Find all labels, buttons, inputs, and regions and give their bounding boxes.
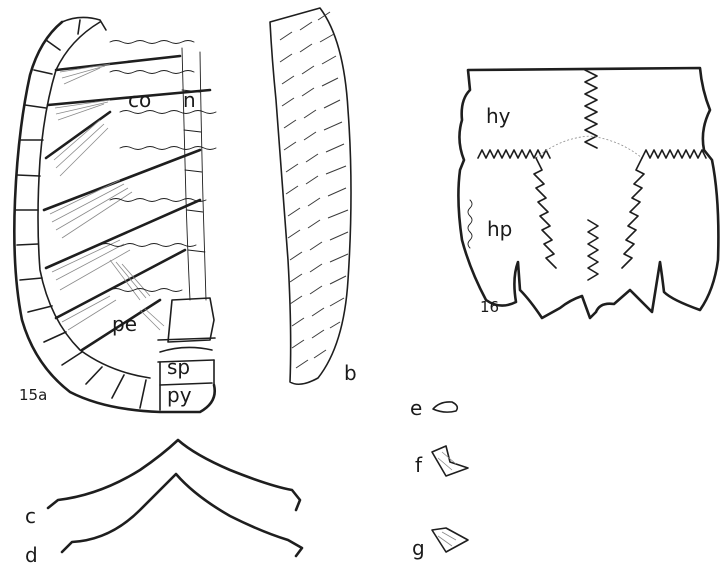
label-pe: pe bbox=[112, 314, 137, 334]
label-f: f bbox=[415, 455, 422, 475]
neural-column bbox=[182, 48, 206, 300]
label-sp: sp bbox=[167, 357, 190, 377]
label-fig-16: 16 bbox=[480, 300, 499, 315]
figure-f-bone bbox=[432, 446, 468, 476]
label-d: d bbox=[25, 545, 38, 565]
label-n: n bbox=[183, 90, 196, 110]
small-bones bbox=[432, 402, 468, 552]
label-hy: hy bbox=[486, 106, 511, 126]
label-py: py bbox=[167, 385, 192, 405]
label-c: c bbox=[25, 506, 36, 526]
figure-c-d-drawing bbox=[48, 440, 302, 556]
figure-b-drawing bbox=[270, 8, 351, 384]
transverse-suture-left bbox=[478, 150, 550, 158]
label-e: e bbox=[410, 398, 422, 418]
figure-e-bone bbox=[433, 402, 457, 412]
transverse-suture-right bbox=[642, 150, 706, 158]
carapace-top-edge bbox=[62, 17, 106, 30]
carapace-drawing bbox=[14, 17, 216, 412]
figure-b-outline bbox=[270, 8, 351, 384]
left-edge-bumps bbox=[468, 200, 472, 248]
figure-d-line bbox=[62, 474, 302, 556]
label-hp: hp bbox=[487, 219, 512, 239]
carapace-outer-margin bbox=[14, 22, 214, 412]
right-oblique-suture bbox=[622, 158, 644, 268]
label-g: g bbox=[412, 538, 425, 558]
label-fig-15a: 15a bbox=[19, 388, 47, 403]
center-zigzag-lower bbox=[588, 220, 598, 280]
label-co: co bbox=[128, 90, 151, 110]
label-b: b bbox=[344, 363, 357, 383]
left-oblique-suture bbox=[534, 158, 556, 268]
figure-g-bone bbox=[432, 528, 468, 552]
